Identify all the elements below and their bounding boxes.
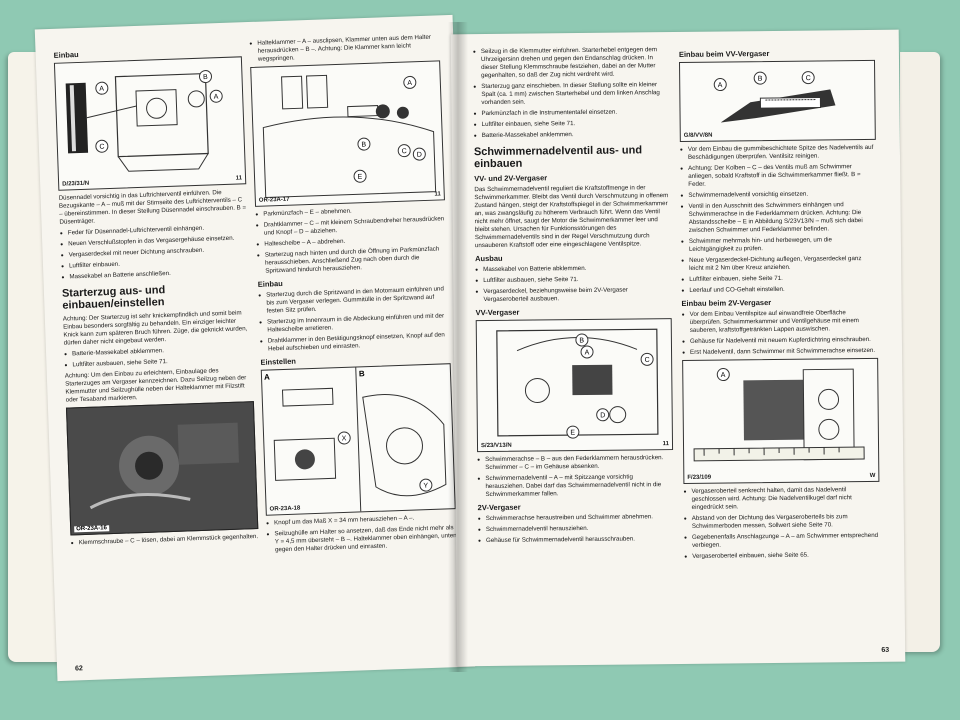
figure-needle-valve: A B C G/8/VV/8N bbox=[679, 59, 876, 142]
callout-e: E bbox=[357, 174, 362, 181]
figure-float-measurement: A F/23/109 W bbox=[682, 357, 880, 484]
callout-c: C bbox=[99, 144, 104, 151]
list-item: Batterie-Massekabel anklemmen. bbox=[474, 130, 670, 140]
page-number-right: 63 bbox=[881, 646, 890, 654]
figure-carburetor-needle: A B A C D/23/31/N 11 bbox=[53, 56, 247, 191]
list-item: Schwimmer mehrmals hin- und herbewegen, … bbox=[681, 236, 877, 254]
callout-a: A bbox=[214, 94, 219, 101]
callout-b: B bbox=[579, 337, 584, 344]
figure-label: OR-23A-17 bbox=[258, 196, 290, 204]
list-item: Luftfilter ausbauen, siehe Seite 71. bbox=[475, 275, 671, 285]
heading-starterzug: Starterzug aus- und einbauen/einstellen bbox=[61, 284, 166, 312]
photo-starter-cable: OR-23A-16 bbox=[65, 401, 259, 536]
figure-label: S/23/V13/N bbox=[480, 442, 512, 450]
list-item: Schwimmerachse – B – aus den Federklamme… bbox=[477, 454, 673, 472]
list-item: Achtung: Der Kolben – C – des Ventils mu… bbox=[680, 163, 876, 189]
callout-b: B bbox=[758, 76, 763, 83]
callout-c: C bbox=[645, 357, 650, 364]
list-item: Starterzug nach hinten und durch die Öff… bbox=[257, 245, 448, 276]
right-page-stack bbox=[900, 52, 940, 652]
subheading-2v: 2V-Vergaser bbox=[477, 502, 521, 513]
open-book: Einbau A B A bbox=[8, 12, 940, 682]
list-item: Drahtklammer in den Betätigungsknopf ein… bbox=[260, 331, 450, 354]
list-item: Vergaseroberteil einbauen, siehe Seite 6… bbox=[684, 551, 880, 561]
list-item: Leerlauf und CO-Gehalt einstellen. bbox=[681, 285, 877, 295]
heading-ausbau: Ausbau bbox=[475, 253, 503, 264]
list-item: Halteklammer – A – ausclipsen, Klammer u… bbox=[249, 33, 440, 64]
warning-paragraph: Achtung: Um den Einbau zu erleichtern, E… bbox=[64, 367, 247, 404]
figure-label: D/23/31/N bbox=[62, 180, 90, 188]
callout-a: A bbox=[721, 372, 726, 379]
figure-mark: 11 bbox=[235, 175, 243, 182]
list-item: Seilzug in die Klemmutter einführen. Sta… bbox=[473, 46, 669, 80]
figure-mark: W bbox=[869, 472, 876, 479]
list-item: Ventil in den Ausschnitt des Schwimmers … bbox=[680, 201, 876, 235]
callout-x: X bbox=[342, 435, 347, 442]
list-item: Gehäuse für Schwimmernadelventil herauss… bbox=[478, 535, 674, 545]
list-item: Schwimmernadelventil vorsichtig einsetze… bbox=[680, 190, 876, 200]
page-number-left: 62 bbox=[74, 665, 84, 673]
list-item: Schwimmernadelventil – A – mit Spitzzang… bbox=[477, 473, 673, 499]
photo-label: OR-23A-16 bbox=[74, 525, 109, 533]
paragraph: Düsennadel vorsichtig in das Luftrichter… bbox=[58, 189, 247, 226]
list-item: Luftfilter einbauen, siehe Seite 71. bbox=[681, 274, 877, 284]
callout-c: C bbox=[402, 148, 407, 155]
heading-einbau-2v: Einbau beim 2V-Vergaser bbox=[681, 298, 772, 308]
list-item: Massekabel von Batterie abklemmen. bbox=[475, 264, 671, 274]
figure-label: F/23/109 bbox=[687, 474, 712, 481]
list-item: Gehäuse für Nadelventil mit neuem Kupfer… bbox=[682, 336, 878, 346]
list-item: Gegebenenfalls Anschlagzunge – A – am Sc… bbox=[684, 532, 880, 550]
subheading-vv: VV-Vergaser bbox=[475, 307, 520, 318]
figure-dashboard-knob: A B C D E OR-23A-17 11 bbox=[250, 60, 445, 207]
callout-a: A bbox=[407, 80, 412, 87]
list-item: Neue Vergaserdeckel-Dichtung auflegen, V… bbox=[681, 255, 877, 273]
callout-a: A bbox=[585, 349, 590, 356]
callout-d: D bbox=[600, 412, 605, 419]
list-item: Vor dem Einbau Ventilspitze auf einwandf… bbox=[682, 309, 878, 335]
right-column-2: Einbau beim VV-Vergaser A B C G/8/VV/8N … bbox=[679, 44, 880, 564]
callout-c: C bbox=[806, 75, 811, 82]
book-gutter bbox=[448, 22, 468, 672]
list-item: Vergaseroberteil senkrecht halten, damit… bbox=[683, 486, 879, 512]
figure-float-chamber: B A C D E S/23/V13/N 11 bbox=[475, 318, 674, 453]
callout-b: B bbox=[361, 141, 366, 148]
figure-mark: 11 bbox=[434, 191, 441, 198]
paragraph: Das Schwimmernadelventil reguliert die K… bbox=[474, 184, 669, 250]
list-item: Vergaserdeckel, beziehungsweise beim 2V-… bbox=[475, 286, 671, 304]
list-item: Vor dem Einbau die gummibeschichtete Spi… bbox=[680, 144, 876, 162]
list-item: Schwimmernadelventil herausziehen. bbox=[478, 524, 674, 534]
callout-a: A bbox=[99, 86, 104, 93]
list-item: Seilzughülle am Halter so ansetzen, daß … bbox=[266, 524, 457, 555]
panel-label-a: A bbox=[264, 372, 270, 381]
left-page: Einbau A B A bbox=[34, 14, 476, 682]
heading-einbau-vv: Einbau beim VV-Vergaser bbox=[678, 49, 770, 59]
bullet-list: Feder für Düsennadel-Luftrichterventil e… bbox=[60, 223, 250, 282]
list-item: Parkmünzfach in die Instrumententafel ei… bbox=[473, 108, 669, 118]
list-item: Starterzug ganz einschieben. In dieser S… bbox=[473, 81, 669, 107]
left-column-1: Einbau A B A bbox=[53, 40, 259, 550]
right-column-1: Seilzug in die Klemmutter einführen. Sta… bbox=[473, 46, 674, 548]
figure-cable-adjustment: A B X Y OR-23A-18 bbox=[260, 363, 456, 516]
figure-label: G/8/VV/8N bbox=[683, 132, 713, 139]
callout-b: B bbox=[203, 74, 208, 81]
list-item: Abstand von der Dichtung des Vergaserobe… bbox=[684, 513, 880, 531]
figure-label: OR-23A-18 bbox=[269, 505, 301, 513]
callout-e: E bbox=[570, 430, 575, 437]
heading-schwimmernadelventil: Schwimmernadelventil aus- und einbauen bbox=[473, 144, 643, 171]
callout-a: A bbox=[718, 82, 723, 89]
list-item: Schwimmerachse heraustreiben und Schwimm… bbox=[478, 513, 674, 523]
callout-d: D bbox=[417, 152, 422, 159]
left-column-2: Halteklammer – A – ausclipsen, Klammer u… bbox=[249, 33, 457, 557]
list-item: Starterzug durch die Spritzwand in den M… bbox=[258, 285, 449, 316]
list-item: Erst Nadelventil, dann Schwimmer mit Sch… bbox=[682, 347, 878, 357]
warning-paragraph: Achtung: Der Starterzug ist sehr knickem… bbox=[62, 309, 248, 347]
callout-y: Y bbox=[423, 483, 428, 490]
subheading-vv-2v: VV- und 2V-Vergaser bbox=[474, 173, 548, 184]
list-item: Luftfilter einbauen, siehe Seite 71. bbox=[474, 119, 670, 129]
figure-mark: 11 bbox=[662, 441, 670, 448]
right-page: Seilzug in die Klemmutter einführen. Sta… bbox=[450, 29, 906, 667]
panel-label-b: B bbox=[359, 369, 365, 378]
